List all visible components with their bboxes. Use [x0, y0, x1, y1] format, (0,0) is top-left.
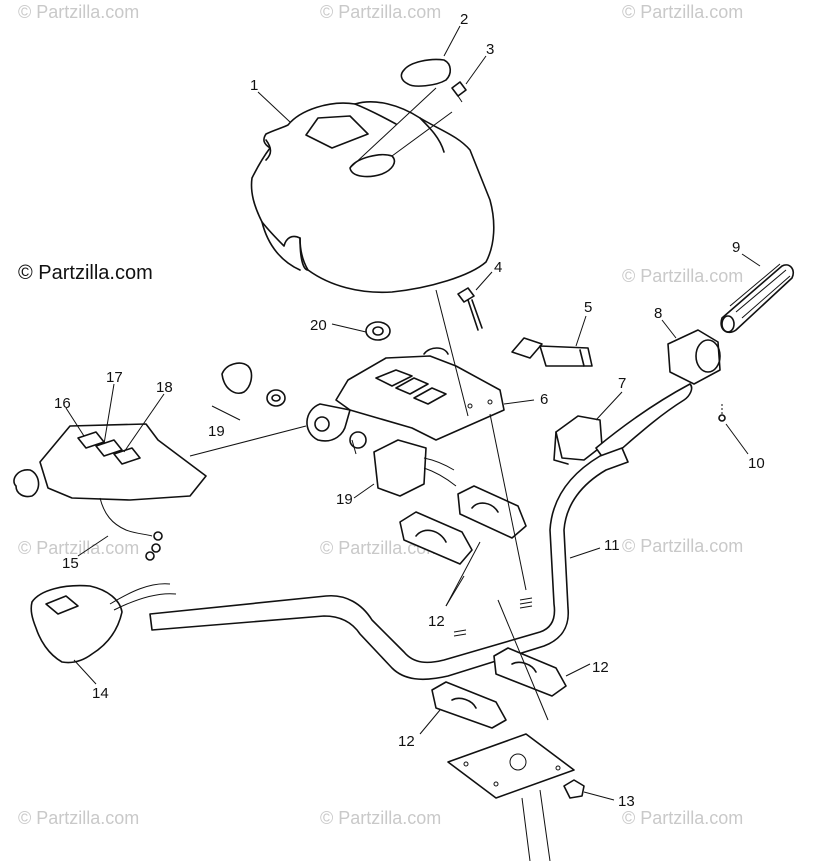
callout-9: 9 — [732, 239, 740, 256]
callout-16: 16 — [54, 395, 71, 412]
callout-labels: 1 2 3 4 5 6 7 8 9 10 11 12 12 12 13 14 1… — [54, 11, 765, 810]
watermark: © Partzilla.com — [18, 538, 140, 558]
part-19-connector-lower — [349, 431, 457, 497]
callout-20: 20 — [310, 317, 327, 334]
callout-10: 10 — [748, 455, 765, 472]
cover-slot — [349, 87, 453, 178]
part-7-brake-lever — [553, 383, 693, 465]
switch-panel — [13, 423, 207, 561]
part-12-lower-clamp-left — [431, 681, 507, 729]
callout-11: 11 — [604, 537, 620, 554]
part-5-switch — [511, 337, 593, 367]
part-19-connector-upper — [221, 362, 286, 407]
callout-4: 4 — [494, 259, 502, 276]
watermark: © Partzilla.com — [622, 2, 744, 22]
assembly-lines — [189, 289, 549, 721]
callout-3: 3 — [486, 41, 494, 58]
watermark: © Partzilla.com — [18, 808, 140, 828]
callout-17: 17 — [106, 369, 123, 386]
part-12-lower-clamp-right — [493, 647, 567, 697]
part-10-screw — [718, 404, 726, 422]
callout-15: 15 — [62, 555, 79, 572]
callout-5: 5 — [584, 299, 592, 316]
callout-13: 13 — [618, 793, 635, 810]
part-13-nut — [563, 779, 585, 799]
watermark: © Partzilla.com — [622, 808, 744, 828]
callout-7: 7 — [618, 375, 626, 392]
watermark: © Partzilla.com — [18, 2, 140, 22]
part-6-switch-bracket — [306, 347, 505, 442]
part-11-handlebar — [149, 447, 629, 681]
part-8-throttle — [667, 329, 721, 385]
watermark: © Partzilla.com — [320, 2, 442, 22]
callout-19-lower: 19 — [336, 491, 353, 508]
part-1-handlebar-cover — [250, 101, 495, 294]
part-14-switch-housing — [30, 583, 177, 664]
callout-8: 8 — [654, 305, 662, 322]
callout-12-upper: 12 — [428, 613, 445, 630]
part-4-bolt — [457, 287, 483, 331]
part-9-grip — [720, 263, 795, 334]
handlebar-mount-plate — [447, 733, 575, 861]
watermark: © Partzilla.com — [320, 808, 442, 828]
watermark: © Partzilla.com — [622, 536, 744, 556]
callout-1: 1 — [250, 77, 258, 94]
callout-12-left: 12 — [398, 733, 415, 750]
callout-19-upper: 19 — [208, 423, 225, 440]
part-2-plug — [400, 58, 452, 87]
part-12-upper-clamp-rear — [457, 485, 527, 539]
part-20-nut — [365, 321, 391, 341]
part-3-screw — [451, 81, 467, 103]
callout-14: 14 — [92, 685, 109, 702]
callout-18: 18 — [156, 379, 173, 396]
watermark: © Partzilla.com — [622, 266, 744, 286]
part-12-upper-clamp-front — [399, 511, 473, 565]
callout-leaders — [65, 25, 761, 801]
callout-12-right: 12 — [592, 659, 609, 676]
callout-6: 6 — [540, 391, 548, 408]
callout-2: 2 — [460, 11, 468, 28]
watermark-main: © Partzilla.com — [18, 262, 153, 284]
